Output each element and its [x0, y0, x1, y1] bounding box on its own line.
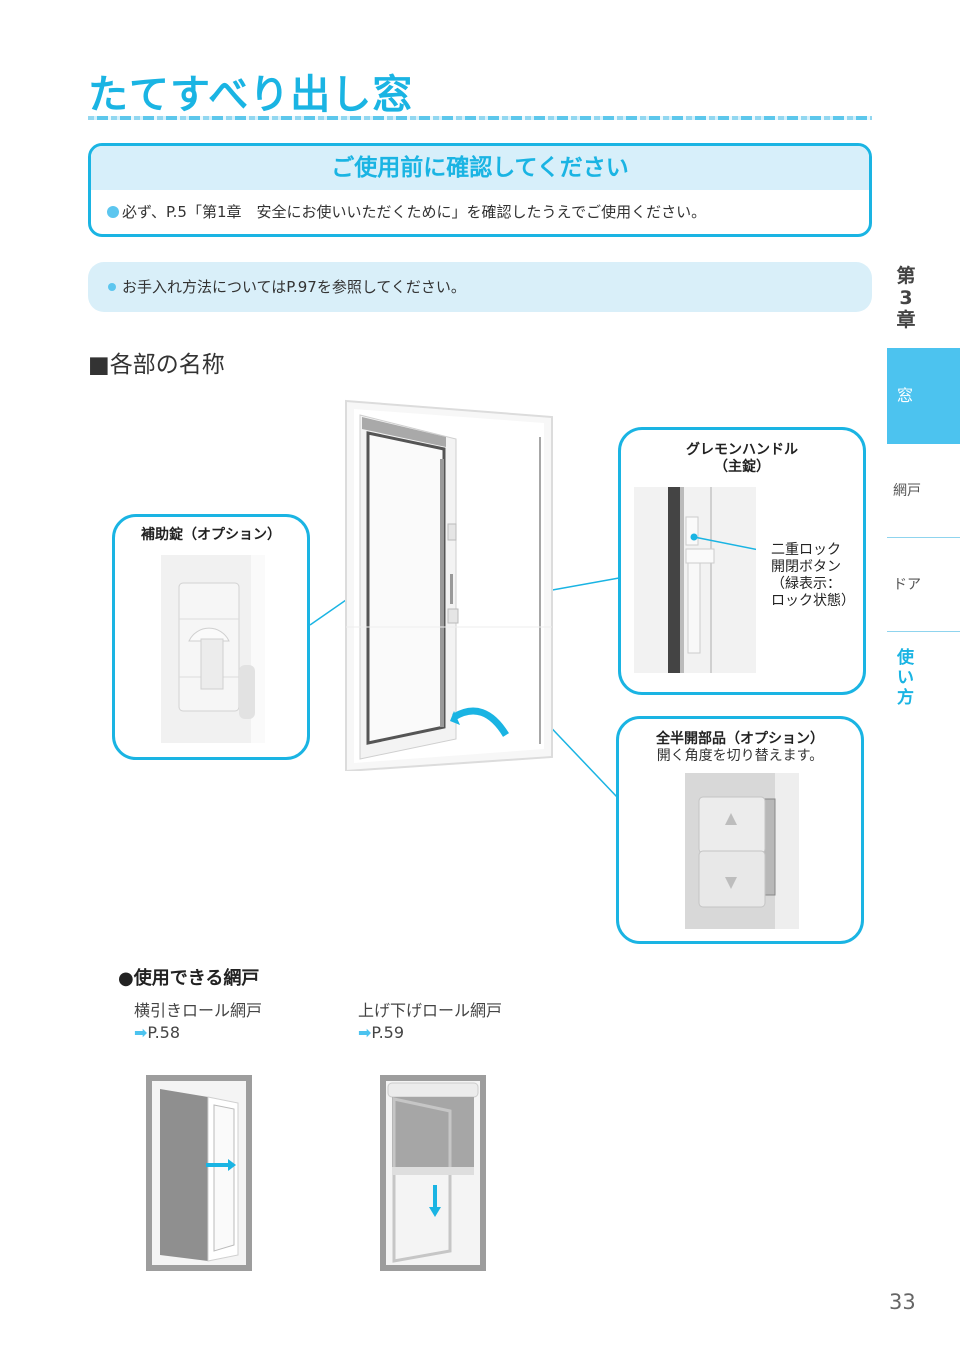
- bullet-icon: [108, 283, 116, 291]
- up-arrow-icon: [725, 813, 737, 825]
- arrow-right-icon: ➡: [358, 1023, 372, 1042]
- usable-screens-heading: ●使用できる網戸: [118, 968, 260, 989]
- page-title: たてすべり出し窓: [88, 72, 414, 118]
- care-text: お手入れ方法についてはP.97を参照してください。: [122, 278, 466, 296]
- chapter-label: 第 3 章: [893, 265, 919, 331]
- arrow-right-icon: [228, 1159, 236, 1171]
- sidebar-tab-window[interactable]: 窓: [887, 348, 960, 444]
- title-underline: [88, 116, 872, 120]
- page-ref: P.59: [371, 1023, 405, 1042]
- stopper-photo: [685, 773, 799, 929]
- note-line: （緑表示：: [771, 576, 841, 592]
- chapter-number: 3: [899, 287, 913, 309]
- aux-lock-photo: [161, 555, 265, 743]
- stopper-description: 開く角度を切り替えます。: [656, 748, 824, 764]
- screen-name: 横引きロール網戸: [134, 1001, 263, 1020]
- page-ref: P.58: [147, 1023, 181, 1042]
- window-illustration: [344, 399, 554, 771]
- usage-char: 使: [897, 648, 914, 668]
- handle-label-line1: グレモンハンドル: [686, 442, 798, 458]
- usage-char: 方: [897, 688, 914, 708]
- note-line: ロック状態）: [771, 593, 855, 609]
- callout-stopper: 全半開部品（オプション） 開く角度を切り替えます。: [616, 716, 864, 944]
- confirm-heading: ご使用前に確認してください: [91, 146, 869, 190]
- arrow-right-icon: ➡: [134, 1023, 148, 1042]
- note-line: 開閉ボタン: [771, 559, 841, 575]
- confirm-notice-box: ご使用前に確認してください 必ず、P.5「第1章 安全にお使いいただくために」を…: [88, 143, 872, 237]
- callout-aux-lock: 補助錠（オプション）: [112, 514, 310, 760]
- horizontal-roll-screen-illustration: [146, 1075, 252, 1271]
- screen-item-horizontal: 横引きロール網戸 ➡P.58: [134, 1000, 262, 1044]
- sidebar-tab-usage[interactable]: 使 い 方: [887, 648, 927, 708]
- confirm-text: 必ず、P.5「第1章 安全にお使いいただくために」を確認したうえでご使用ください…: [122, 203, 707, 221]
- aux-lock-label: 補助錠（オプション）: [141, 527, 281, 543]
- chapter-char: 章: [896, 309, 916, 331]
- screen-ref-link[interactable]: ➡P.59: [358, 1022, 502, 1044]
- stopper-label: 全半開部品（オプション）: [656, 731, 824, 747]
- bullet-icon: [107, 206, 119, 218]
- handle-photo: [634, 487, 756, 673]
- double-lock-note: 二重ロック 開閉ボタン （緑表示： ロック状態）: [771, 542, 855, 610]
- callout-handle: グレモンハンドル （主錠） 二重ロック 開閉ボタン （緑表示： ロック状態）: [618, 427, 866, 695]
- screen-item-vertical: 上げ下げロール網戸 ➡P.59: [358, 1000, 502, 1044]
- vertical-roll-screen-illustration: [380, 1075, 486, 1271]
- down-arrow-icon: [725, 877, 737, 889]
- care-reference-box: お手入れ方法についてはP.97を参照してください。: [88, 262, 872, 312]
- confirm-body: 必ず、P.5「第1章 安全にお使いいただくために」を確認したうえでご使用ください…: [91, 190, 869, 234]
- handle-label: グレモンハンドル （主錠）: [621, 442, 863, 476]
- screen-ref-link[interactable]: ➡P.58: [134, 1022, 262, 1044]
- page-number: 33: [889, 1290, 916, 1314]
- screen-name: 上げ下げロール網戸: [358, 1001, 503, 1020]
- section-heading-parts: ■各部の名称: [88, 352, 225, 378]
- sidebar-tab-screen[interactable]: 網戸: [887, 444, 960, 538]
- handle-label-line2: （主錠）: [714, 459, 770, 475]
- arrow-down-icon: [429, 1207, 441, 1217]
- usage-char: い: [897, 668, 914, 688]
- sidebar-tab-door[interactable]: ドア: [887, 538, 960, 632]
- chapter-char: 第: [896, 265, 916, 287]
- note-line: 二重ロック: [771, 542, 841, 558]
